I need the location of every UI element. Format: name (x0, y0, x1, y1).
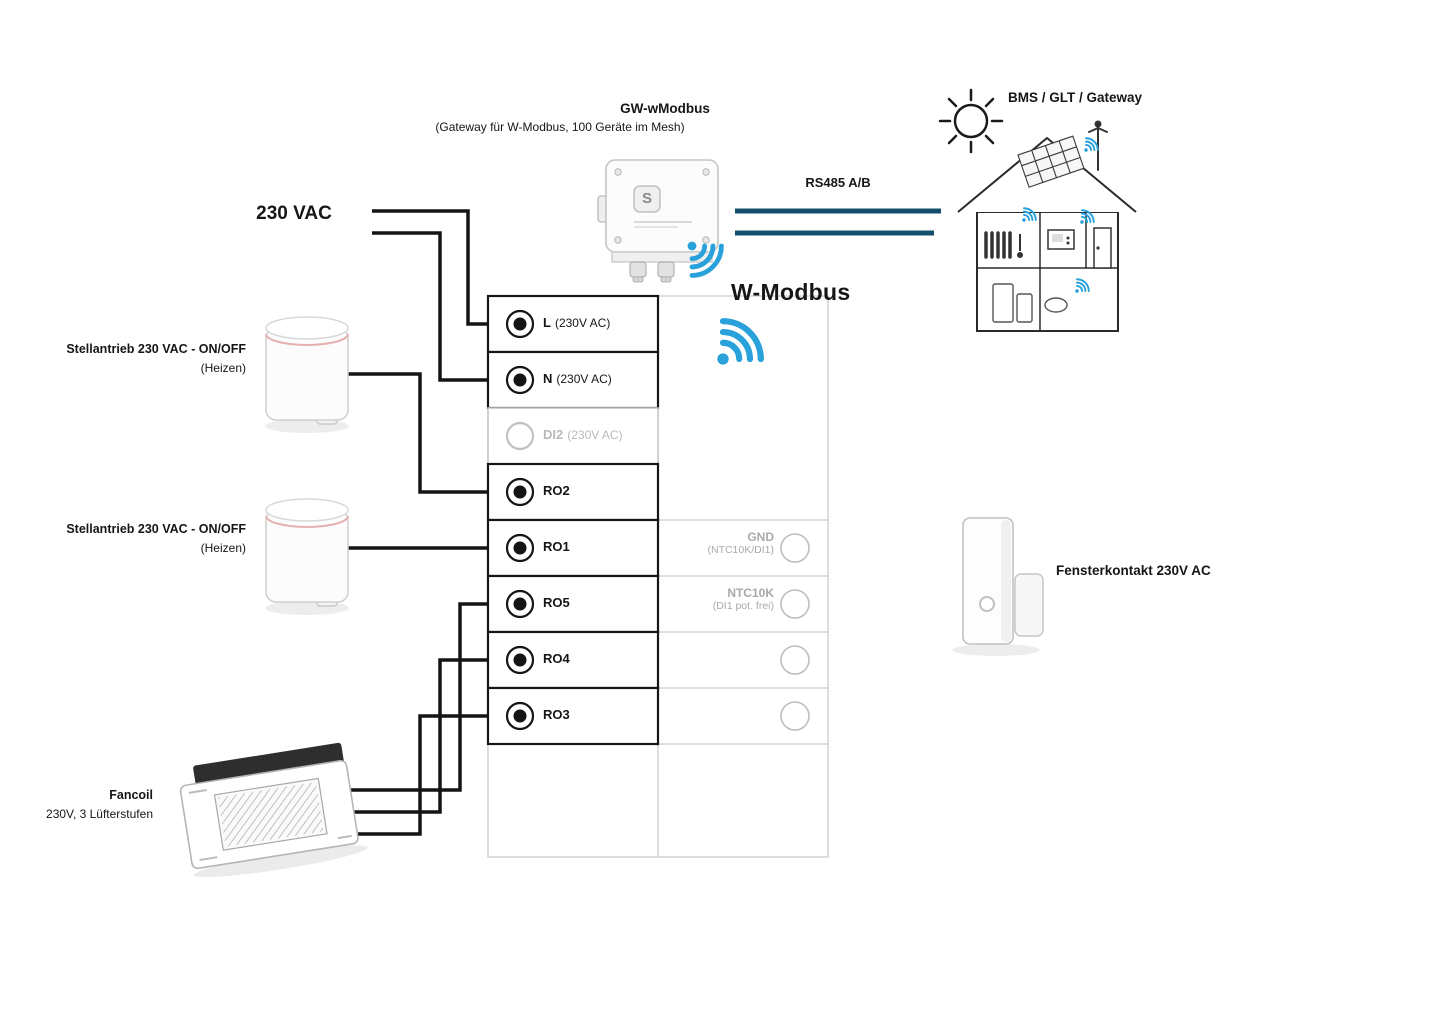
radiator-icon (984, 231, 1012, 259)
contact-N (505, 365, 535, 395)
actuator-1-label: Stellantrieb 230 VAC - ON/OFF (Heizen) (8, 342, 246, 376)
terminal-label-L-rest: (230V AC) (554, 316, 611, 330)
actuator-2-device (264, 498, 350, 616)
contact-RO4 (505, 645, 535, 675)
bms-house-illustration (957, 120, 1137, 332)
device-wires (335, 372, 507, 836)
contact-GND (780, 533, 810, 563)
contact-RO5 (505, 589, 535, 619)
wmodbus-label: W-Modbus (731, 279, 851, 305)
actuator-2-label-line1: Stellantrieb 230 VAC - ON/OFF (66, 522, 246, 536)
actuator-1-label-line1: Stellantrieb 230 VAC - ON/OFF (66, 342, 246, 356)
terminal-label-RO2: RO2 (543, 483, 574, 498)
contact-DI2 (505, 421, 535, 451)
gateway-device (597, 159, 719, 283)
terminal-label-RO5: RO5 (543, 595, 574, 610)
sun-icon (938, 88, 1004, 154)
fancoil-label-line2: 230V, 3 Lüfterstufen (46, 806, 153, 821)
thermostat-icon (1047, 229, 1075, 250)
wire-fancoil-RO5 (345, 602, 507, 792)
gateway-logo-badge (633, 185, 661, 213)
actuator-2-label-line2: (Heizen) (200, 540, 246, 555)
terminal-label-GND-line1: GND (747, 530, 774, 544)
house-wifi-icon-1 (1077, 134, 1102, 159)
contact-spare-2 (780, 701, 810, 731)
fancoil-device (179, 742, 368, 878)
terminal-label-RO2-bold: RO2 (543, 483, 570, 498)
terminal-label-RO5-bold: RO5 (543, 595, 570, 610)
terminal-label-N: N(230V AC) (543, 371, 612, 386)
contact-RO2 (505, 477, 535, 507)
wire-fancoil-RO3 (345, 714, 507, 836)
window-contact-device (952, 517, 1044, 656)
terminal-label-GND: GND (NTC10K/DI1) (656, 530, 774, 557)
solar-panels (1017, 135, 1085, 188)
terminal-label-RO4-bold: RO4 (543, 651, 570, 666)
terminal-label-DI2: DI2(230V AC) (543, 427, 623, 442)
bms-label: BMS / GLT / Gateway (1008, 90, 1143, 105)
terminal-label-N-rest: (230V AC) (556, 372, 612, 386)
contact-RO1 (505, 533, 535, 563)
terminal-label-L: L(230V AC) (543, 315, 610, 330)
terminal-label-NTC10K-line2: (DI1 pot. frei) (712, 600, 774, 613)
terminal-label-RO4: RO4 (543, 651, 574, 666)
window-contact-label: Fensterkontakt 230V AC (1056, 563, 1211, 578)
contact-NTC10K (780, 589, 810, 619)
terminal-label-RO3: RO3 (543, 707, 574, 722)
actuator-1-device (264, 316, 350, 434)
rs485-label: RS485 A/B (805, 175, 871, 190)
terminal-label-NTC10K: NTC10K (DI1 pot. frei) (656, 586, 774, 613)
terminal-label-RO1: RO1 (543, 539, 574, 554)
terminal-label-RO3-bold: RO3 (543, 707, 570, 722)
terminal-label-DI2-rest: (230V AC) (567, 428, 623, 442)
gateway-subtitle: (Gateway für W-Modbus, 100 Geräte im Mes… (435, 120, 685, 134)
actuator-2-label: Stellantrieb 230 VAC - ON/OFF (Heizen) (8, 522, 246, 556)
boiler-icon (992, 283, 1033, 323)
door-icon (1093, 227, 1112, 269)
wire-fancoil-RO4 (345, 658, 507, 814)
fancoil-label-line1: Fancoil (109, 788, 153, 802)
fancoil-label: Fancoil 230V, 3 Lüfterstufen (0, 788, 153, 822)
rs485-bus-lines (735, 208, 941, 236)
terminal-label-L-bold: L (543, 315, 551, 330)
thermometer-icon (1017, 234, 1023, 258)
terminal-label-DI2-bold: DI2 (543, 427, 564, 442)
contact-RO3 (505, 701, 535, 731)
terminal-boxes (486, 294, 660, 746)
actuator-1-label-line2: (Heizen) (200, 360, 246, 375)
wire-230vac-N (372, 231, 507, 382)
terminal-contacts (505, 309, 810, 731)
wire-actuator1-RO2 (335, 372, 507, 494)
terminal-label-NTC10K-line1: NTC10K (727, 586, 774, 600)
terminal-label-N-bold: N (543, 371, 553, 386)
supply-wires (372, 209, 507, 382)
terminal-label-GND-line2: (NTC10K/DI1) (707, 544, 774, 557)
gateway-title: GW-wModbus (620, 101, 710, 116)
contact-spare-1 (780, 645, 810, 675)
room-sensor-icon (1044, 297, 1068, 313)
contact-L (505, 309, 535, 339)
gateway-logo-letter: S (641, 190, 652, 207)
supply-230vac-label: 230 VAC (256, 203, 332, 224)
terminal-label-RO1-bold: RO1 (543, 539, 570, 554)
